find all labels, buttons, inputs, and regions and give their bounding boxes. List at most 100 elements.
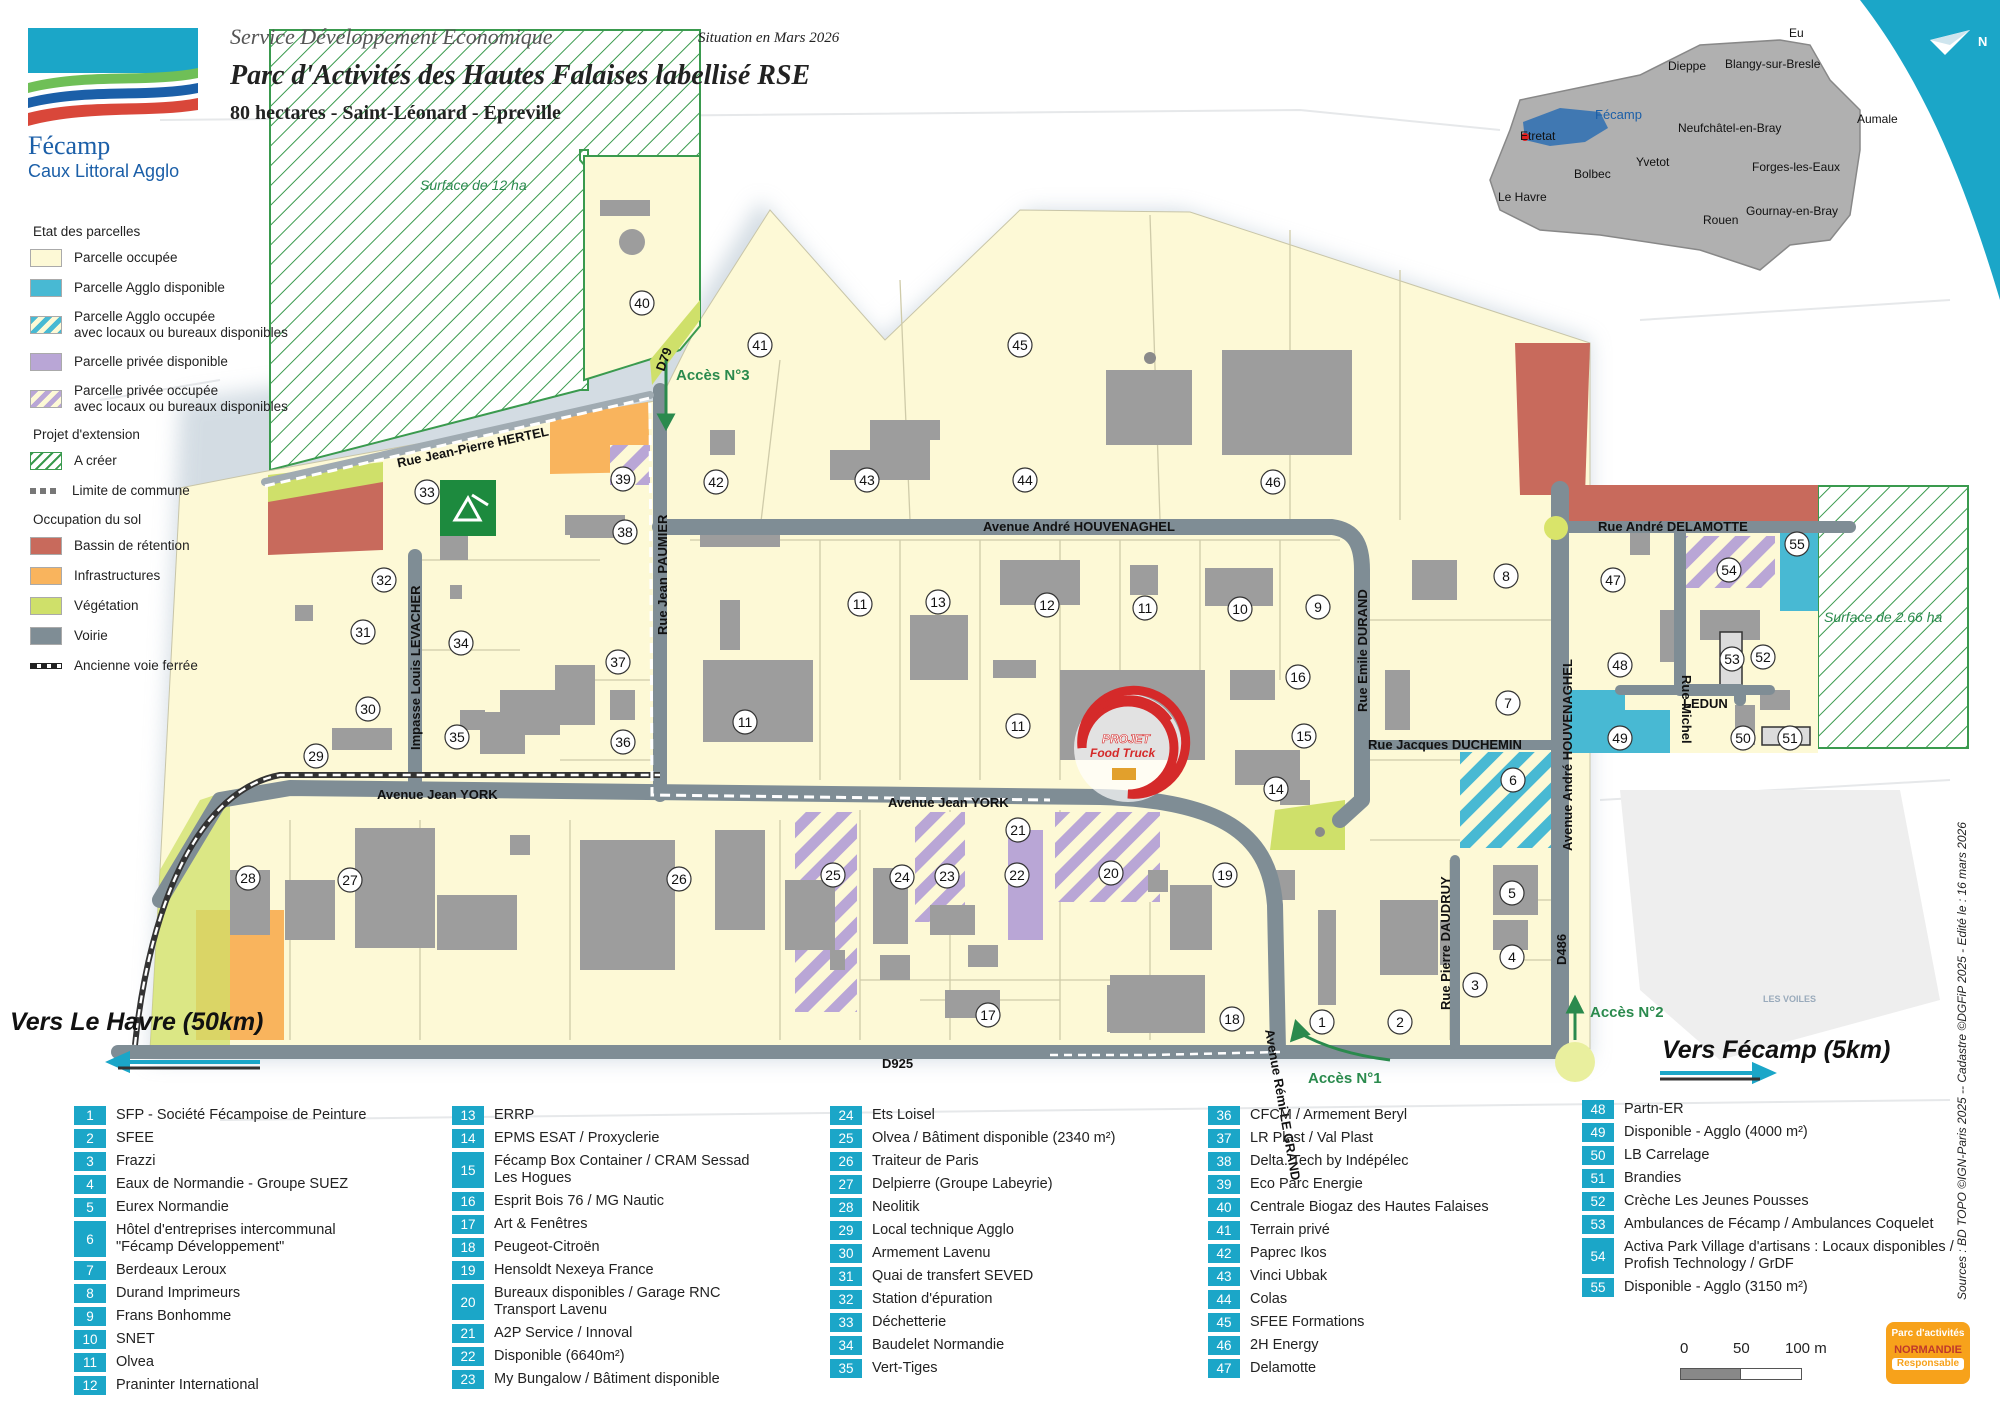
company-name: Paprec Ikos [1250,1245,1327,1261]
company-number: 27 [830,1175,862,1194]
company-name: Vert-Tiges [872,1360,938,1376]
commune-limit [264,396,1051,802]
company-number: 34 [830,1336,862,1355]
company-number: 47 [1208,1359,1240,1378]
company-list-item: 25 Olvea / Bâtiment disponible (2340 m²) [830,1129,1170,1148]
company-name: Olvea / Bâtiment disponible (2340 m²) [872,1130,1116,1146]
company-number: 28 [830,1198,862,1217]
company-name: Terrain privé [1250,1222,1330,1238]
company-name: Hensoldt Nexeya France [494,1262,654,1278]
company-name: Delpierre (Groupe Labeyrie) [872,1176,1053,1192]
company-list-item: 15 Fécamp Box Container / CRAM Sessad Les… [452,1152,772,1188]
company-name: Vinci Ubbak [1250,1268,1328,1284]
logo-tagline: Caux Littoral Agglo [28,161,180,181]
company-number: 14 [452,1129,484,1148]
company-number: 18 [452,1238,484,1257]
company-name: ERRP [494,1107,535,1123]
company-name: SFP - Société Fécampoise de Peinture [116,1107,367,1123]
company-name: Disponible - Agglo (4000 m²) [1624,1124,1808,1140]
road-hertel [261,391,654,486]
company-number: 25 [830,1129,862,1148]
company-number: 15 [452,1152,484,1188]
company-number: 49 [1582,1123,1614,1142]
sources-text: Sources : BD TOPO ©IGN-Paris 2025 -- Cad… [1955,822,1969,1300]
legend-item: Bassin de rétention [30,531,300,561]
company-number: 24 [830,1106,862,1125]
company-number: 10 [74,1330,106,1349]
company-list-item: 19 Hensoldt Nexeya France [452,1261,772,1280]
legend-section-parcels: Etat des parcelles [33,224,141,239]
company-name: Praninter International [116,1377,259,1393]
company-number: 40 [1208,1198,1240,1217]
company-name: Fécamp Box Container / CRAM Sessad Les H… [494,1153,750,1186]
company-name: 2H Energy [1250,1337,1319,1353]
badge-line-3: Responsable [1892,1358,1964,1370]
scale-50: 50 [1733,1340,1750,1357]
company-number: 45 [1208,1313,1240,1332]
company-name: Crèche Les Jeunes Pousses [1624,1193,1809,1209]
legend-item: Infrastructures [30,561,300,591]
company-number: 11 [74,1353,106,1372]
company-number: 38 [1208,1152,1240,1171]
company-list-item: 45 SFEE Formations [1208,1313,1548,1332]
road-houvenaghel [652,519,1370,828]
company-name: Disponible (6640m²) [494,1348,625,1364]
company-name: Baudelet Normandie [872,1337,1005,1353]
company-list-item: 34 Baudelet Normandie [830,1336,1170,1355]
extension-east [1817,485,1969,749]
legend-item: Voirie [30,621,300,651]
scale-100: 100 m [1785,1340,1827,1357]
company-number: 6 [74,1221,106,1257]
company-name: SFEE Formations [1250,1314,1365,1330]
recycling-icon [440,480,496,536]
company-name: Frazzi [116,1153,156,1169]
company-number: 52 [1582,1192,1614,1211]
company-number: 54 [1582,1238,1614,1274]
company-number: 41 [1208,1221,1240,1240]
legend-item: Limite de commune [30,476,300,506]
company-number: 36 [1208,1106,1240,1125]
company-name: Disponible - Agglo (3150 m²) [1624,1279,1808,1295]
private-parcel-20 [1055,812,1160,902]
company-number: 26 [830,1152,862,1171]
logo: Fécamp Caux Littoral Agglo [28,28,208,181]
situation-date: Situation en Mars 2026 [698,30,840,46]
company-name: LR Plast / Val Plast [1250,1130,1374,1146]
badge-line-2: NORMANDIE [1894,1344,1962,1356]
company-name: Local technique Agglo [872,1222,1014,1238]
company-number: 33 [830,1313,862,1332]
vegetation-2 [650,300,700,385]
retention-basin-delamotte [1555,485,1818,521]
company-name: Peugeot-Citroën [494,1239,600,1255]
company-name: SFEE [116,1130,154,1146]
legend-item: Végétation [30,591,300,621]
logo-waves-icon [28,28,198,126]
private-parcel-22 [1008,830,1043,940]
legend-item: A créer [30,446,300,476]
company-name: Berdeaux Leroux [116,1262,227,1278]
company-number: 19 [452,1261,484,1280]
